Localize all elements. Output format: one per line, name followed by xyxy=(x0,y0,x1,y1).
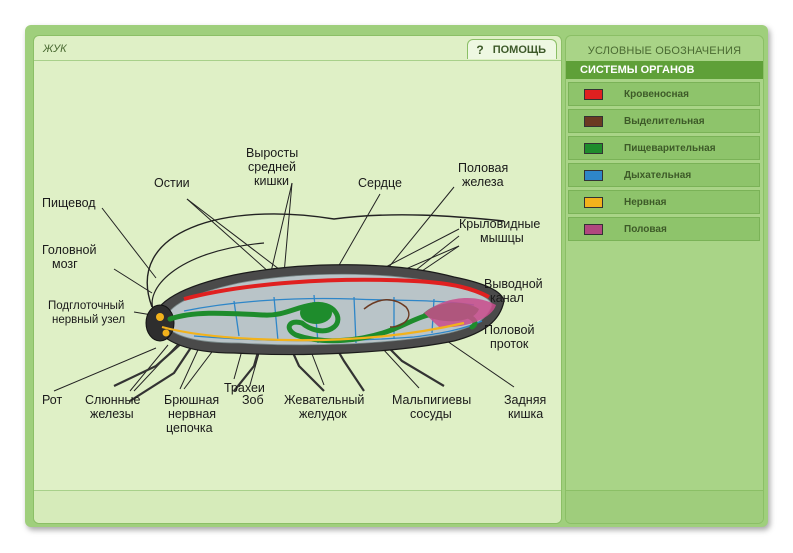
label-polovoy-protok-1: Половой xyxy=(484,323,534,337)
dorsal-vessel xyxy=(183,277,490,301)
antenna-upper xyxy=(146,213,505,308)
label-vyrosty-2: средней xyxy=(248,160,296,174)
color-swatch xyxy=(584,223,603,235)
legend-list: Кровеносная Выделительная Пищеварительна… xyxy=(568,82,760,244)
systems-header: СИСТЕМЫ ОРГАНОВ xyxy=(566,61,763,79)
label-krylovidnye-1: Крыловидные xyxy=(459,217,540,231)
label-serdtse: Сердце xyxy=(358,176,402,190)
legend-item-label: Пищеварительная xyxy=(624,142,716,154)
label-zadnyaya-2: кишка xyxy=(508,407,543,421)
legend-item-label: Дыхательная xyxy=(624,169,692,181)
legend-item-vydelitelnaya[interactable]: Выделительная xyxy=(568,109,760,133)
label-vyrosty-1: Выросты xyxy=(246,146,298,160)
legend-item-label: Нервная xyxy=(624,196,667,208)
subesophageal-ganglion xyxy=(162,329,170,337)
brain xyxy=(156,313,164,321)
label-podglot-2: нервный узел xyxy=(52,314,125,326)
main-panel: ЖУК ? ПОМОЩЬ xyxy=(33,35,562,524)
head xyxy=(145,304,175,342)
reproductive-organ xyxy=(424,298,496,328)
legend-item-nervnaya[interactable]: Нервная xyxy=(568,190,760,214)
antenna-lower xyxy=(151,242,265,312)
label-slyunnye-1: Слюнные xyxy=(85,393,140,407)
help-label: ПОМОЩЬ xyxy=(492,43,546,56)
label-polovaya-zheleza-2: железа xyxy=(462,175,504,189)
color-swatch xyxy=(584,88,603,100)
crop xyxy=(300,302,332,324)
label-trakhei: Трахеи xyxy=(224,381,265,395)
label-malpigievy-1: Мальпигиевы xyxy=(392,393,471,407)
label-golovnoy-2: мозг xyxy=(52,257,78,271)
color-swatch xyxy=(584,115,603,127)
label-zadnyaya-1: Задняя xyxy=(504,393,546,407)
main-footer xyxy=(34,490,561,523)
label-bryushnaya-3: цепочка xyxy=(166,421,213,435)
legend-item-dykhatelnaya[interactable]: Дыхательная xyxy=(568,163,760,187)
nerve-cord xyxy=(161,321,465,342)
legend-title: УСЛОВНЫЕ ОБОЗНАЧЕНИЯ xyxy=(587,45,742,57)
color-swatch xyxy=(584,142,603,154)
legend-item-label: Половая xyxy=(624,223,667,235)
label-polovaya-zheleza-1: Половая xyxy=(458,161,508,175)
main-header: ЖУК ? ПОМОЩЬ xyxy=(34,36,561,61)
color-swatch xyxy=(584,196,603,208)
label-zhevatelny-2: желудок xyxy=(299,407,347,421)
beetle-anatomy-diagram: Пищевод Головной мозг Подглоточный нервн… xyxy=(42,146,546,435)
label-golovnoy-1: Головной xyxy=(42,243,96,257)
label-podglot-1: Подглоточный xyxy=(48,300,124,312)
color-swatch xyxy=(584,169,603,181)
label-bryushnaya-2: нервная xyxy=(168,407,216,421)
legend-panel: УСЛОВНЫЕ ОБОЗНАЧЕНИЯ СИСТЕМЫ ОРГАНОВ Кро… xyxy=(565,35,764,524)
window-title: ЖУК xyxy=(43,43,67,55)
label-zhevatelny-1: Жевательный xyxy=(284,393,364,407)
label-slyunnye-2: железы xyxy=(90,407,134,421)
question-icon: ? xyxy=(476,42,484,57)
legend-item-label: Кровеносная xyxy=(624,88,689,100)
help-button[interactable]: ? ПОМОЩЬ xyxy=(467,39,557,59)
label-vyrosty-3: кишки xyxy=(254,174,289,188)
label-pishchevod: Пищевод xyxy=(42,196,96,210)
legend-footer xyxy=(566,490,763,523)
legend-item-krovenosnaya[interactable]: Кровеносная xyxy=(568,82,760,106)
label-vyvodnoy-2: канал xyxy=(490,291,524,305)
label-vyvodnoy-1: Выводной xyxy=(484,277,543,291)
label-krylovidnye-2: мышцы xyxy=(480,231,524,245)
label-zob: Зоб xyxy=(242,393,264,407)
label-ostii: Остии xyxy=(154,176,190,190)
legend-item-pishchevaritelnaya[interactable]: Пищеварительная xyxy=(568,136,760,160)
legend-item-label: Выделительная xyxy=(624,115,705,127)
label-polovoy-protok-2: проток xyxy=(490,337,529,351)
label-rot: Рот xyxy=(42,393,62,407)
label-bryushnaya-1: Брюшная xyxy=(164,393,219,407)
label-malpigievy-2: сосуды xyxy=(410,407,452,421)
malpighian-tubules xyxy=(363,299,410,328)
legend-item-polovaya[interactable]: Половая xyxy=(568,217,760,241)
